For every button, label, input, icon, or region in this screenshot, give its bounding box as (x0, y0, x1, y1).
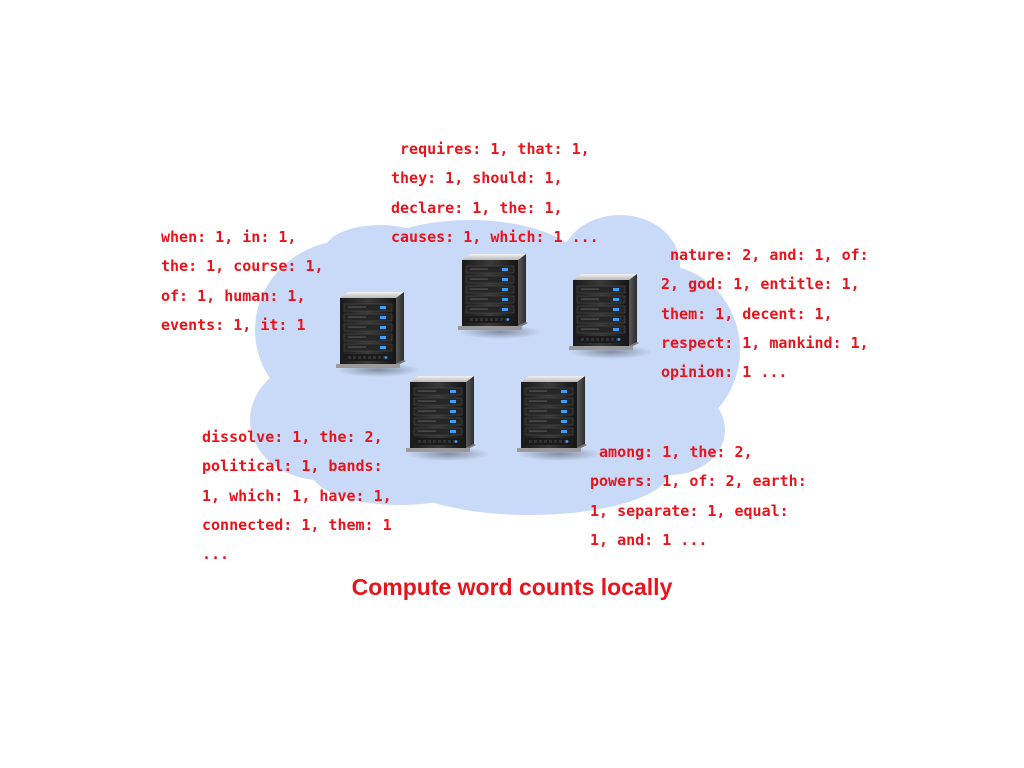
snippet-line: requires: 1, that: 1, (391, 140, 590, 158)
servers-group (336, 254, 653, 461)
snippet-line: declare: 1, the: 1, (391, 198, 563, 217)
snippet-line: opinion: 1 ... (661, 363, 788, 382)
word-count-snippet-top: requires: 1, that: 1, they: 1, should: 1,… (391, 135, 599, 252)
word-count-snippet-left: when: 1, in: 1, the: 1, course: 1, of: 1, … (161, 223, 324, 340)
server-tower-icon (517, 376, 601, 461)
snippet-line: connected: 1, them: 1 (202, 515, 392, 534)
snippet-line: ... (202, 545, 230, 564)
snippet-line: nature: 2, and: 1, of: (661, 246, 869, 264)
caption-title: Compute word counts locally (351, 574, 673, 600)
snippet-line: political: 1, bands: (202, 457, 383, 476)
snippet-line: respect: 1, mankind: 1, (661, 333, 869, 352)
snippet-line: powers: 1, of: 2, earth: (590, 472, 807, 491)
snippet-line: the: 1, course: 1, (161, 257, 324, 276)
snippet-line: dissolve: 1, the: 2, (202, 428, 383, 446)
server-tower-icon (458, 254, 542, 339)
server-tower-icon (336, 292, 420, 377)
snippet-line: when: 1, in: 1, (161, 228, 297, 246)
snippet-line: they: 1, should: 1, (391, 169, 563, 188)
snippet-line: 1, which: 1, have: 1, (202, 486, 392, 505)
server-tower-icon (406, 376, 490, 461)
snippet-line: among: 1, the: 2, (590, 443, 753, 461)
snippet-line: of: 1, human: 1, (161, 286, 306, 305)
word-count-snippet-bottom-right: among: 1, the: 2, powers: 1, of: 2, earth… (590, 438, 807, 555)
snippet-line: them: 1, decent: 1, (661, 304, 833, 323)
snippet-line: 1, and: 1 ... (590, 530, 708, 549)
snippet-line: 1, separate: 1, equal: (590, 501, 789, 520)
snippet-line: causes: 1, which: 1 ... (391, 227, 599, 246)
word-count-snippet-bottom-left: dissolve: 1, the: 2, political: 1, bands:… (202, 423, 392, 569)
snippet-line: 2, god: 1, entitle: 1, (661, 275, 860, 294)
snippet-line: events: 1, it: 1 (161, 315, 306, 334)
word-count-snippet-right: nature: 2, and: 1, of: 2, god: 1, entitle… (661, 241, 869, 387)
server-tower-icon (569, 274, 653, 359)
